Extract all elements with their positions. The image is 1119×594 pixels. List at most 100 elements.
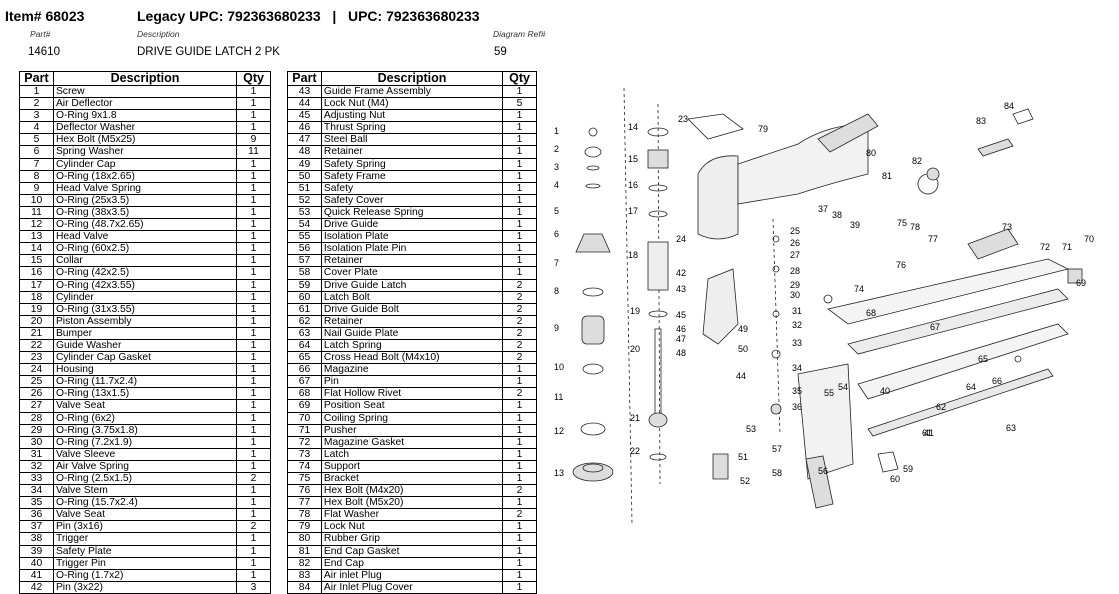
part-qty-cell: 1 <box>502 181 537 195</box>
part-number-cell: 7 <box>19 157 54 171</box>
column-header-description: Description <box>320 71 504 86</box>
part-number-cell: 10 <box>19 193 54 207</box>
part-number-cell: 82 <box>287 556 322 570</box>
part-number-cell: 66 <box>287 363 322 377</box>
callout-number: 75 <box>897 218 907 228</box>
part-qty-cell: 1 <box>502 254 537 268</box>
part-qty-cell: 2 <box>502 484 537 498</box>
part-description-cell: Lock Nut (M4) <box>320 97 504 111</box>
part-description-cell: Head Valve <box>52 230 238 244</box>
part-number-cell: 18 <box>19 290 54 304</box>
part-description-cell: Spring Washer <box>52 145 238 159</box>
part-number-cell: 75 <box>287 471 322 486</box>
callout-number: 68 <box>866 308 876 318</box>
part-number-cell: 62 <box>287 314 322 328</box>
part-number-cell: 51 <box>287 181 322 195</box>
callout-number: 41 <box>924 428 934 438</box>
callout-number: 80 <box>866 148 876 158</box>
part-number-cell: 74 <box>287 459 322 474</box>
callout-number: 22 <box>630 446 640 456</box>
diagram-ref-label: Diagram Ref# <box>493 29 546 39</box>
part-number-cell: 45 <box>287 109 322 123</box>
diagram-drawing <box>572 87 1083 525</box>
part-description-cell: Air Deflector <box>52 97 238 111</box>
callout-number: 63 <box>1006 423 1016 433</box>
part-description-cell: Pin <box>320 375 504 389</box>
callout-number: 72 <box>1040 242 1050 252</box>
item-number: 68023 <box>45 8 85 24</box>
part-number-cell: 21 <box>19 326 54 340</box>
part-description-cell: Valve Seat <box>52 508 238 522</box>
callout-number: 13 <box>554 468 564 478</box>
callout-number: 33 <box>792 338 802 348</box>
part-description-cell: Air Inlet Plug Cover <box>320 580 504 594</box>
callout-number: 34 <box>792 363 802 373</box>
part-number-cell: 28 <box>19 411 54 425</box>
part-description-cell: Adjusting Nut <box>320 109 504 123</box>
part-description-cell: Cross Head Bolt (M4x10) <box>320 351 504 365</box>
callout-number: 3 <box>554 162 559 172</box>
part-qty-cell: 1 <box>236 278 271 292</box>
part-qty-cell: 2 <box>502 508 537 522</box>
part-number-cell: 43 <box>287 84 322 99</box>
callout-number: 49 <box>738 324 748 334</box>
callout-number: 8 <box>554 286 559 296</box>
column-header-part: Part <box>287 71 322 86</box>
part-number-cell: 22 <box>19 338 54 353</box>
callout-number: 45 <box>676 310 686 320</box>
part-qty-cell: 2 <box>236 471 271 486</box>
part-description-cell: Retainer <box>320 145 504 159</box>
callout-number: 15 <box>628 154 638 164</box>
part-number-cell: 68 <box>287 387 322 401</box>
part-qty-cell: 1 <box>236 568 271 582</box>
callout-number: 54 <box>838 382 848 392</box>
part-number-cell: 83 <box>287 568 322 582</box>
part-number-cell: 76 <box>287 484 322 498</box>
column-header-qty: Qty <box>236 71 271 86</box>
part-description-cell: Air Valve Spring <box>52 459 238 474</box>
part-description-cell: Pin (3x16) <box>52 520 238 534</box>
part-qty-cell: 1 <box>502 544 537 558</box>
diagram-ref-value: 59 <box>494 46 507 58</box>
part-number-cell: 26 <box>19 387 54 401</box>
part-description-cell: O-Ring (2.5x1.5) <box>52 471 238 486</box>
part-description-cell: O-Ring (13x1.5) <box>52 387 238 401</box>
part-qty-cell: 1 <box>236 496 271 510</box>
part-number-cell: 37 <box>19 520 54 534</box>
upc-value: 792363680233 <box>386 8 480 24</box>
part-qty-cell: 1 <box>502 496 537 510</box>
callout-number: 69 <box>1076 278 1086 288</box>
part-number-cell: 71 <box>287 423 322 437</box>
callout-number: 36 <box>792 402 802 412</box>
part-number-cell: 42 <box>19 580 54 594</box>
part-description-cell: Hex Bolt (M5x25) <box>52 133 238 147</box>
part-qty-cell: 1 <box>236 399 271 413</box>
legacy-upc-value: 792363680233 <box>227 8 321 24</box>
part-qty-cell: 1 <box>502 411 537 425</box>
part-number-cell: 50 <box>287 169 322 183</box>
column-header-description: Description <box>52 71 238 86</box>
part-number-cell: 5 <box>19 133 54 147</box>
callout-number: 81 <box>882 171 892 181</box>
part-description-cell: Flat Hollow Rivet <box>320 387 504 401</box>
part-description-cell: O-Ring (11.7x2.4) <box>52 375 238 389</box>
part-description-cell: Cover Plate <box>320 266 504 280</box>
part-qty-cell: 1 <box>236 254 271 268</box>
part-number-cell: 34 <box>19 484 54 498</box>
upc-heading: Legacy UPC: 792363680233 | UPC: 79236368… <box>137 8 480 24</box>
part-number-cell: 44 <box>287 97 322 111</box>
